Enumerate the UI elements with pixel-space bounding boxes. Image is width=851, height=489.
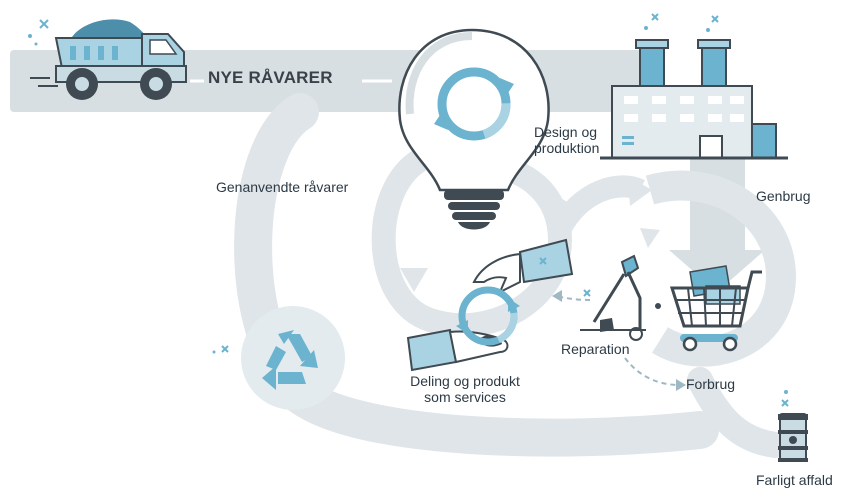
- right-loop: [645, 170, 796, 367]
- shopping-cart-icon: [655, 265, 762, 352]
- design-label-line2: produktion: [534, 140, 600, 156]
- recycled-materials-label: Genanvendte råvarer: [216, 179, 349, 195]
- dump-truck-icon: [28, 19, 187, 100]
- consumption-label: Forbrug: [686, 376, 736, 392]
- right-loop-arrow: [640, 228, 660, 248]
- hazardous-waste-label: Farligt affald: [756, 472, 833, 488]
- middle-loop-arrow: [548, 190, 572, 222]
- repair-label: Reparation: [561, 341, 630, 357]
- handshake-icon: [406, 238, 574, 372]
- design-label: Design og produktion: [534, 124, 599, 156]
- sharing-label: Deling og produkt som services: [400, 373, 530, 405]
- inner-loop-arrow: [628, 176, 652, 206]
- hazard-barrel-icon: [778, 390, 808, 462]
- lightbulb-icon: [398, 28, 550, 230]
- raw-materials-title: NYE RÅVARER: [208, 68, 333, 87]
- screwdriver-icon: [580, 254, 646, 341]
- repair-arrow-right: [676, 379, 686, 391]
- inner-loop: [550, 175, 645, 236]
- waste-flow: [687, 367, 788, 458]
- sharing-label-line1: Deling og produkt: [410, 373, 520, 389]
- recycling-label: Genbrug: [756, 188, 811, 204]
- design-label-line1: Design og: [534, 124, 598, 140]
- sharing-label-line2: som services: [424, 389, 506, 405]
- middle-loop: [371, 149, 573, 338]
- middle-loop-arrow-2: [400, 268, 428, 292]
- recycle-icon: [212, 306, 345, 410]
- repair-arrow-left: [552, 290, 562, 302]
- factory-icon: [600, 13, 788, 160]
